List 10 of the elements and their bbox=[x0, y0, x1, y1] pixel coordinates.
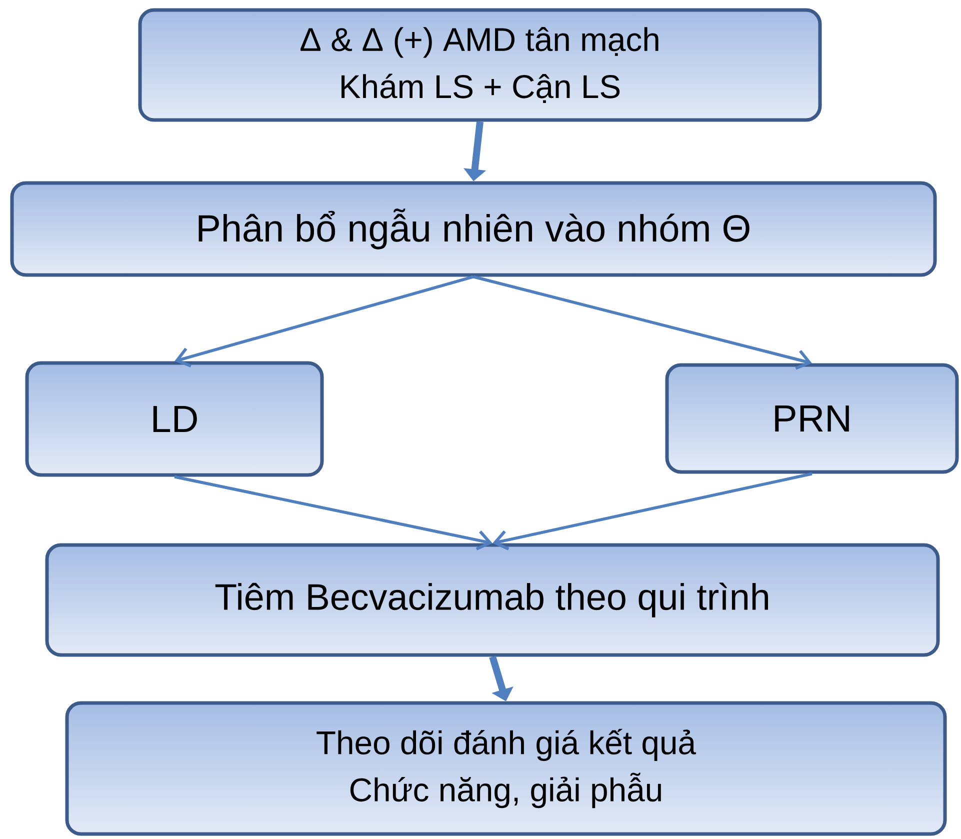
arrow bbox=[492, 472, 812, 550]
process-box: LD bbox=[25, 361, 324, 477]
process-box: Δ & Δ (+) AMD tân mạch Khám LS + Cận LS bbox=[138, 8, 822, 122]
process-box: Theo dõi đánh giá kết quả Chức năng, giải phẫu bbox=[65, 701, 947, 836]
arrow bbox=[473, 275, 812, 370]
arrow bbox=[174, 475, 492, 550]
process-box: Phân bổ ngẫu nhiên vào nhóm Θ bbox=[10, 181, 937, 277]
arrow bbox=[174, 275, 474, 368]
process-box: PRN bbox=[665, 363, 959, 474]
process-box: Tiêm Becvacizumab theo qui trình bbox=[45, 543, 940, 657]
